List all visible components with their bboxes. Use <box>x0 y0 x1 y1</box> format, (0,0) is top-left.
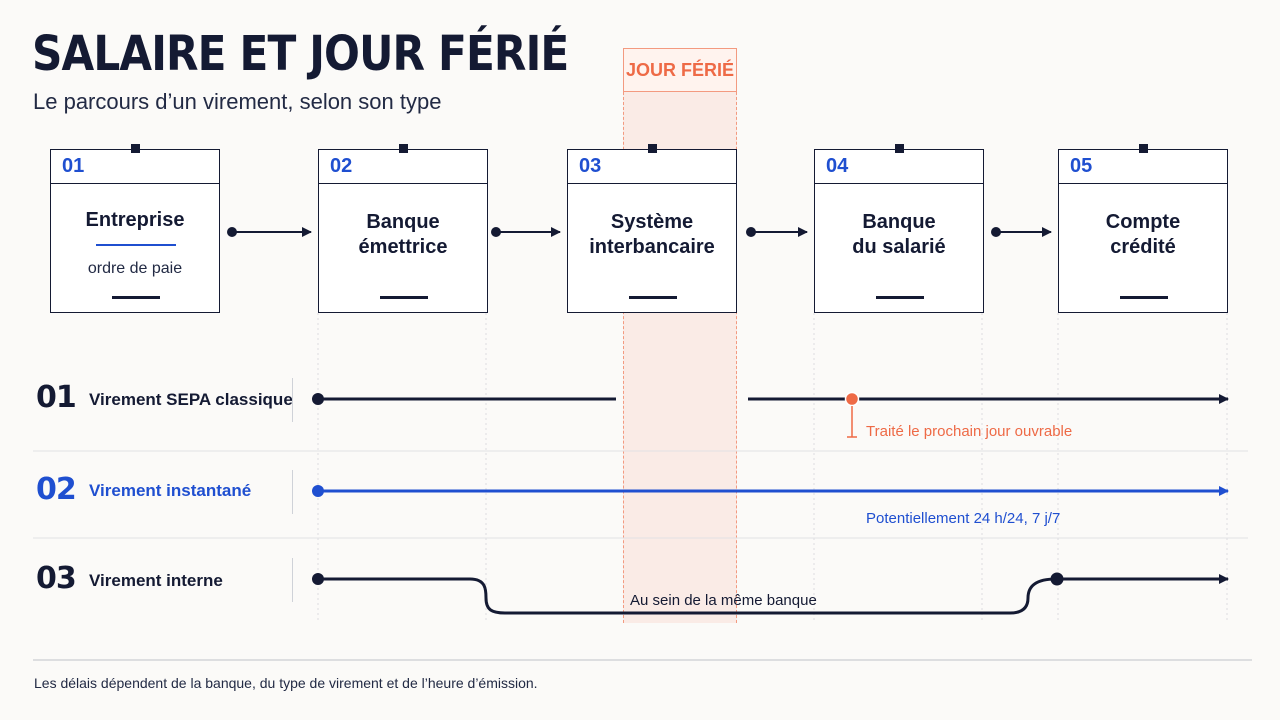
step-rule <box>380 296 428 299</box>
step-label: Banque émettrice <box>358 211 448 258</box>
footer-note: Les délais dépendent de la banque, du ty… <box>34 675 538 691</box>
sepa-delay-marker <box>844 391 860 438</box>
row-label-sepa: Virement SEPA classique <box>89 390 293 409</box>
page-title: SALAIRE ET JOUR FÉRIÉ <box>32 26 569 82</box>
step-pin <box>895 144 904 153</box>
step-number: 02 <box>319 150 487 184</box>
step-pin <box>648 144 657 153</box>
holiday-tag: JOUR FÉRIÉ <box>623 48 737 92</box>
connector-arrow-1 <box>227 227 312 237</box>
step-sublabel: ordre de paie <box>87 260 183 277</box>
row-separator <box>292 558 293 602</box>
row-number: 01 <box>36 380 77 415</box>
step-box-systeme-interbancaire: 03 Système interbancaire <box>567 144 737 313</box>
row-separator <box>292 378 293 422</box>
step-box-compte-credite: 05 Compte crédité <box>1058 144 1228 313</box>
row-number: 03 <box>36 561 77 596</box>
step-box-banque-emettrice: 02 Banque émettrice <box>318 144 488 313</box>
internal-path <box>318 574 1229 615</box>
instant-timeline <box>312 485 1229 497</box>
instant-note: Potentiellement 24 h/24, 7 j/7 <box>866 510 1061 527</box>
step-pin <box>1139 144 1148 153</box>
internal-note: Au sein de la même banque <box>630 592 817 609</box>
step-number: 04 <box>815 150 983 184</box>
step-label: Entreprise <box>85 209 185 231</box>
step-rule <box>876 296 924 299</box>
step-label: Banque du salarié <box>852 211 946 258</box>
step-number: 05 <box>1059 150 1227 184</box>
connector-arrow-2 <box>491 227 561 237</box>
step-label: Système interbancaire <box>589 211 715 258</box>
step-pin <box>131 144 140 153</box>
sepa-delay-dot <box>844 391 860 407</box>
page-subtitle: Le parcours d’un virement, selon son typ… <box>33 89 442 114</box>
step-number: 03 <box>568 150 736 184</box>
step-label: Compte crédité <box>1105 211 1181 258</box>
connector-arrow-3 <box>746 227 808 237</box>
internal-timeline <box>318 574 1229 615</box>
step-underline <box>96 244 176 246</box>
internal-rejoin-dot <box>1050 572 1064 586</box>
internal-start-dot <box>312 573 324 585</box>
step-rule <box>112 296 160 299</box>
row-number: 02 <box>36 472 77 507</box>
row-label-instant: Virement instantané <box>89 481 252 500</box>
step-pin <box>399 144 408 153</box>
connector-arrow-4 <box>991 227 1052 237</box>
sepa-note: Traité le prochain jour ouvrable <box>866 423 1073 440</box>
step-rule <box>1120 296 1168 299</box>
step-rule <box>629 296 677 299</box>
row-label-internal: Virement interne <box>89 571 223 590</box>
row-separator <box>292 470 293 514</box>
step-number: 01 <box>51 150 219 184</box>
step-box-banque-salarie: 04 Banque du salarié <box>814 144 984 313</box>
sepa-timeline <box>312 393 1229 405</box>
step-box-entreprise: 01 Entreprise ordre de paie <box>50 144 220 313</box>
